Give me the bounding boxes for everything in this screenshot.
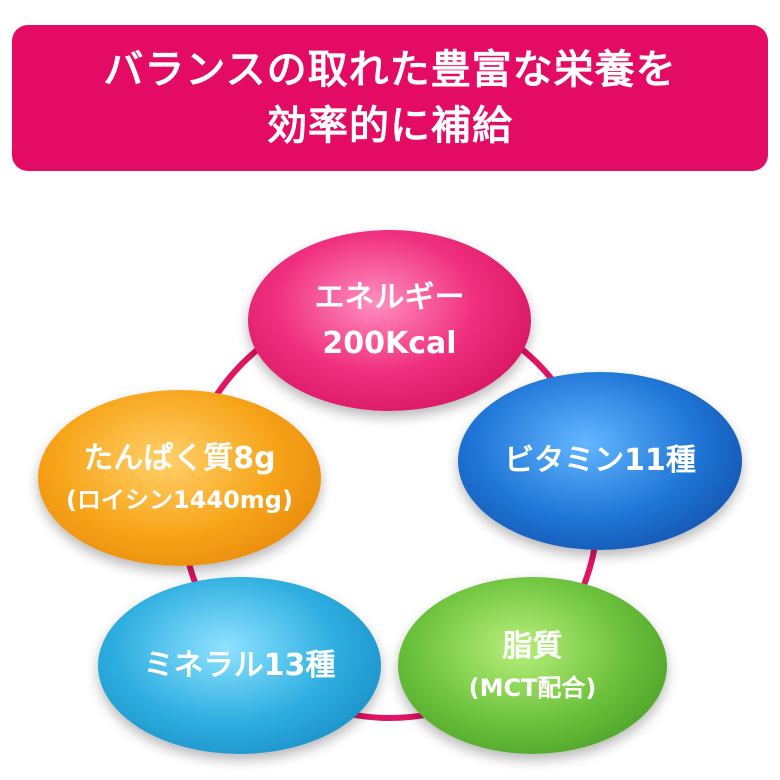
node-mineral-label: ミネラル13種 [143, 647, 336, 683]
node-energy-value: 200Kcal [322, 325, 457, 361]
node-fat-label: 脂質 [502, 628, 563, 664]
node-protein-detail: (ロイシン1440mg) [66, 486, 293, 514]
node-vitamin: ビタミン11種 [458, 372, 742, 550]
header-line-2: 効率的に補給 [267, 103, 513, 149]
node-energy: エネルギー 200Kcal [248, 230, 531, 411]
node-fat-detail: (MCT配合) [468, 673, 597, 702]
header-line-1: バランスの取れた豊富な栄養を [103, 47, 677, 93]
node-protein: たんぱく質8g (ロイシン1440mg) [38, 390, 321, 566]
node-mineral: ミネラル13種 [98, 577, 381, 754]
node-fat: 脂質 (MCT配合) [398, 577, 667, 754]
node-vitamin-label: ビタミン11種 [504, 443, 696, 478]
node-energy-label: エネルギー [314, 279, 465, 315]
header-banner: バランスの取れた豊富な栄養を 効率的に補給 [12, 25, 768, 171]
node-protein-label: たんぱく質8g [83, 441, 276, 476]
